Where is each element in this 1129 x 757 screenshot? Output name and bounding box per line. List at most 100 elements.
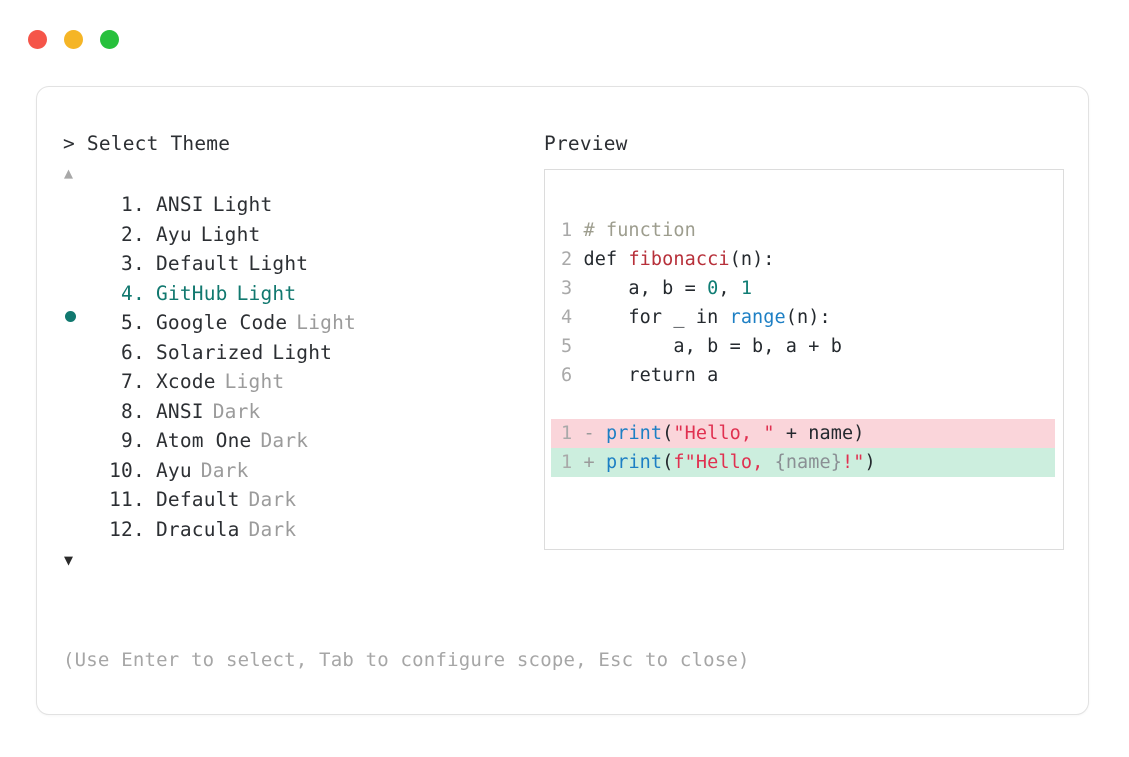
diff-marker: + [583, 452, 606, 473]
theme-index-dot: . [133, 429, 145, 452]
theme-index: 11 [109, 488, 133, 511]
theme-list-item[interactable]: 6. Solarized Light [63, 338, 533, 368]
theme-list-item[interactable]: 9. Atom One Dark [63, 426, 533, 456]
theme-variant-label: Dark [200, 458, 249, 482]
line-number: 1 [561, 452, 584, 473]
theme-name: Google Code [155, 311, 288, 334]
theme-name: Atom One [155, 429, 252, 452]
theme-index-dot: . [133, 193, 145, 216]
minimize-button[interactable] [64, 30, 83, 49]
code-token: for _ in [583, 307, 730, 328]
selected-bullet-icon [65, 310, 76, 322]
code-token: fibonacci [628, 249, 730, 270]
theme-index-dot: . [133, 252, 145, 275]
prompt-heading: > Select Theme [63, 131, 533, 157]
theme-index-dot: . [133, 340, 145, 364]
code-token: 0 [707, 278, 719, 299]
theme-index-dot: . [133, 488, 145, 511]
theme-variant-label: Light [236, 281, 297, 305]
code-token: ( [662, 423, 674, 444]
theme-name: Xcode [155, 370, 216, 393]
theme-index: 6 [121, 340, 133, 364]
theme-index: 9 [121, 429, 133, 452]
keyboard-hint: (Use Enter to select, Tab to configure s… [63, 649, 750, 671]
theme-index-dot: . [133, 311, 145, 334]
code-token: , [718, 278, 741, 299]
line-number: 3 [561, 278, 584, 299]
close-button[interactable] [28, 30, 47, 49]
theme-index: 5 [121, 311, 133, 334]
theme-index-dot: . [133, 281, 145, 305]
theme-variant-label: Light [248, 252, 309, 275]
code-line: 6 return a [561, 361, 1063, 390]
maximize-button[interactable] [100, 30, 119, 49]
diff-marker: - [583, 423, 606, 444]
code-token: return a [583, 365, 719, 386]
theme-variant-label: Dark [212, 399, 261, 423]
theme-name: Ayu [155, 458, 192, 482]
code-line: 4 for _ in range(n): [561, 303, 1063, 332]
theme-variant-label: Dark [248, 488, 297, 511]
scroll-up-icon[interactable]: ▲ [64, 164, 74, 182]
theme-index-dot: . [133, 370, 145, 393]
theme-name: GitHub [155, 281, 228, 305]
theme-list-item[interactable]: 5. Google Code Light [63, 308, 533, 338]
code-token: # function [583, 220, 696, 241]
theme-name: Solarized [155, 340, 264, 364]
code-line: 1 # function [561, 216, 1063, 245]
line-number: 1 [561, 220, 584, 241]
window-titlebar [28, 30, 119, 49]
theme-index: 4 [121, 281, 133, 305]
theme-list-item[interactable]: 11. Default Dark [63, 485, 533, 515]
code-token: 1 [740, 278, 753, 299]
code-line: 2 def fibonacci(n): [561, 245, 1063, 274]
theme-variant-label: Light [224, 370, 285, 393]
line-number: 1 [561, 423, 584, 444]
theme-name: ANSI [155, 193, 204, 216]
preview-heading: Preview [544, 132, 628, 155]
theme-index: 8 [121, 399, 133, 423]
theme-variant-label: Light [200, 222, 261, 246]
theme-name: Default [155, 488, 240, 511]
theme-index: 12 [109, 517, 133, 541]
code-line: 3 a, b = 0, 1 [561, 274, 1063, 303]
code-token: f"Hello, [673, 452, 775, 473]
line-number: 4 [561, 307, 584, 328]
code-token: + name) [774, 423, 865, 444]
theme-list-item[interactable]: 7. Xcode Light [63, 367, 533, 397]
line-number: 5 [561, 336, 584, 357]
theme-list-item[interactable]: 4. GitHub Light [63, 279, 533, 322]
theme-index-dot: . [133, 399, 145, 423]
line-number: 6 [561, 365, 584, 386]
code-line: 5 a, b = b, a + b [561, 332, 1063, 361]
code-token: range [729, 307, 786, 328]
scroll-down-icon[interactable]: ▼ [64, 551, 74, 569]
theme-variant-label: Dark [260, 429, 309, 452]
code-token: {name} [774, 452, 843, 473]
code-token: !" [842, 452, 865, 473]
prompt-marker: > [63, 132, 75, 155]
theme-index-dot: . [133, 517, 145, 541]
theme-index: 3 [121, 252, 133, 275]
code-token: ( [662, 452, 674, 473]
theme-index: 7 [121, 370, 133, 393]
theme-variant-label: Light [296, 311, 356, 334]
theme-index: 2 [121, 222, 133, 246]
line-number: 2 [561, 249, 584, 270]
page-title: Select Theme [86, 132, 231, 155]
theme-variant-label: Light [272, 340, 333, 364]
theme-variant-label: Dark [248, 517, 297, 541]
theme-name: Ayu [155, 222, 192, 246]
